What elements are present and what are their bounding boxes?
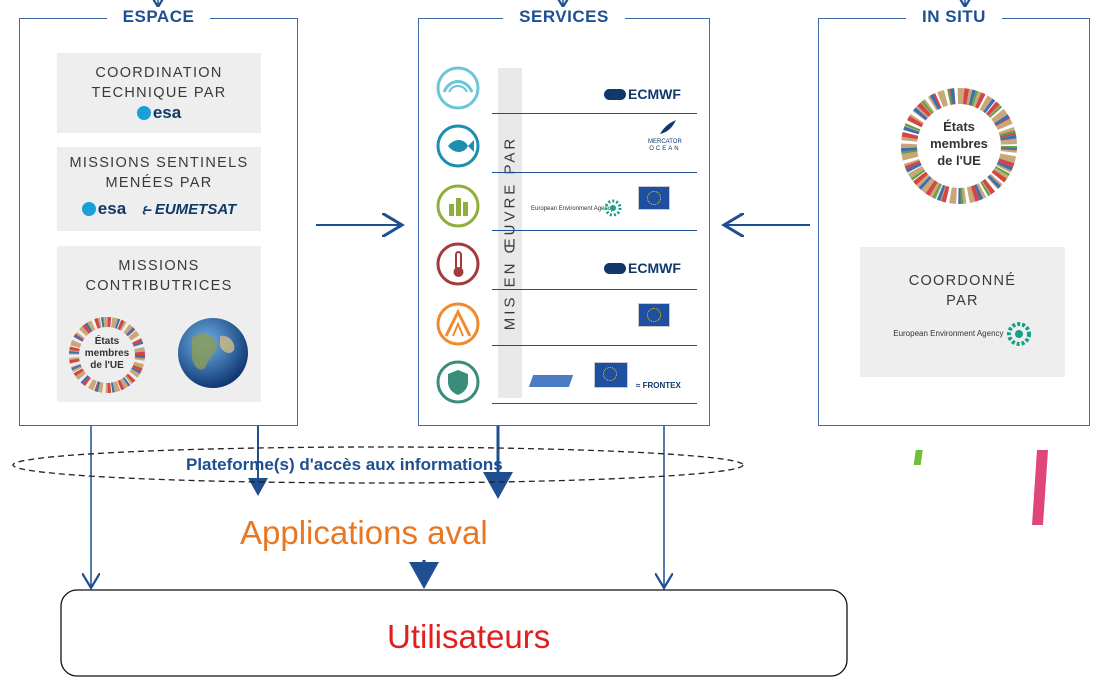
eu-satcen-flag [594, 362, 628, 388]
services-separator-6 [492, 403, 697, 404]
services-separator-1 [492, 113, 697, 114]
security-icon [436, 360, 480, 404]
platform-ellipse [12, 446, 744, 484]
insitu-coord-line1: COORDONNÉ [908, 273, 1017, 289]
services-title: SERVICES [419, 7, 709, 27]
earth-globe-icon [178, 318, 248, 388]
coordination-line1: COORDINATION [95, 65, 223, 81]
services-separator-2 [492, 172, 697, 173]
decorative-pink-mark [1032, 450, 1048, 525]
emergency-icon [436, 302, 480, 346]
ecmwf-logo-1: ECMWF [604, 86, 681, 102]
services-panel: SERVICES [418, 7, 710, 426]
espace-eu-ring-icon [69, 317, 145, 393]
marine-icon [436, 124, 480, 168]
emsa-logo [528, 375, 574, 387]
esa-logo-2: esa [81, 199, 126, 218]
contrib-line1: MISSIONS [118, 258, 200, 274]
insitu-coordination-box: COORDONNÉ PAR European Environment Agenc… [860, 247, 1065, 377]
insitu-eea-logo: European Environment Agency [860, 321, 1065, 347]
atmosphere-icon [436, 66, 480, 110]
decorative-green-mark [913, 450, 923, 465]
services-separator-4 [492, 289, 697, 290]
users-label: Utilisateurs [387, 618, 551, 655]
platform-label: Plateforme(s) d'accès aux informations [186, 455, 503, 474]
insitu-panel: IN SITU [818, 7, 1090, 426]
eu-commission-flag-2 [638, 303, 670, 327]
eea-logo-icon-2 [1006, 322, 1031, 346]
eumetsat-logo: ⥼ EUMETSAT [142, 201, 237, 218]
contrib-line2: CONTRIBUTRICES [85, 278, 233, 294]
coordination-line2: TECHNIQUE PAR [91, 85, 227, 101]
users-box [60, 589, 848, 677]
frontex-logo: ≈ FRONTEX [636, 381, 681, 390]
eea-logo-icon [604, 199, 622, 217]
services-separator-3 [492, 230, 697, 231]
espace-missions-box: MISSIONS SENTINELS MENÉES PAR esa ⥼ EUME… [57, 147, 261, 231]
climate-icon [436, 242, 480, 286]
insitu-coord-line2: PAR [946, 293, 979, 309]
espace-coordination-box: COORDINATION TECHNIQUE PAR esa [57, 53, 261, 133]
services-separator-5 [492, 345, 697, 346]
missions-line1: MISSIONS SENTINELS [69, 155, 249, 171]
espace-title: ESPACE [20, 7, 297, 27]
eu-commission-flag-1 [638, 186, 670, 210]
mercator-ocean-logo-icon [660, 120, 676, 134]
insitu-title: IN SITU [819, 7, 1089, 27]
services-vertical-label: MIS EN ŒUVRE PAR [498, 68, 522, 398]
espace-panel: ESPACE [19, 7, 298, 426]
ecmwf-logo-2: ECMWF [604, 260, 681, 276]
applications-label: Applications aval [240, 514, 488, 551]
esa-logo: esa [57, 103, 261, 123]
land-icon [436, 184, 480, 228]
missions-line2: MENÉES PAR [105, 175, 213, 191]
insitu-eu-ring-icon [901, 88, 1017, 204]
eea-logo-text: European Environment Agency [531, 206, 614, 212]
